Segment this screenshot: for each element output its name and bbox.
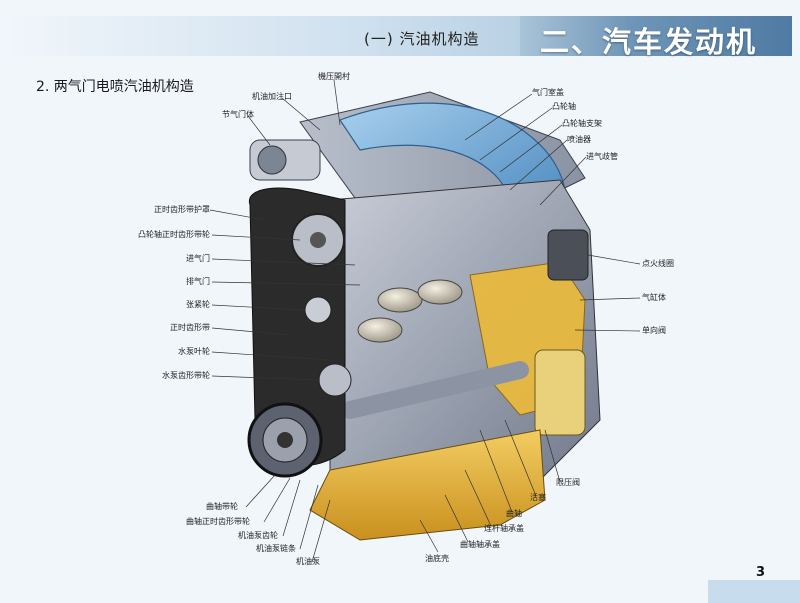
label-conrod-cap: 连杆轴承盖 (484, 524, 524, 533)
label-intake-manifold: 进气歧管 (586, 152, 618, 161)
label-timing-belt-guard: 正时齿形带护罩 (154, 205, 210, 214)
label-crank-pulley: 曲轴带轮 (206, 502, 238, 511)
diagram-subtitle: 2. 两气门电喷汽油机构造 (36, 79, 194, 95)
label-water-pump-pulley: 水泵齿形带轮 (162, 371, 210, 380)
label-oil-pump: 机油泵 (296, 557, 320, 566)
oil-pan-shape (309, 429, 546, 541)
corner-tab (708, 580, 800, 603)
label-oil-pump-chain: 机油泵链条 (256, 544, 296, 553)
tensioner-shape (304, 296, 332, 324)
ignition-coil-shape (547, 229, 589, 281)
label-exhaust-valve: 排气门 (186, 277, 210, 286)
label-relief-valve: 限压阀 (556, 478, 580, 487)
label-crank-journal-cap: 曲轴轴承盖 (460, 540, 500, 549)
label-oil-pan: 油底壳 (425, 554, 449, 563)
piston-2 (417, 279, 463, 305)
label-piston: 活塞 (530, 493, 546, 502)
chapter-banner (520, 16, 792, 56)
label-crankshaft: 曲轴 (506, 509, 522, 518)
piston-1 (377, 287, 423, 313)
label-camshaft: 凸轮轴 (552, 102, 576, 111)
label-crank-timing-pulley: 曲轴正时齿形带轮 (186, 517, 250, 526)
chapter-title: 二、汽车发动机 (540, 25, 758, 59)
section-title: (一) 汽油机构造 (364, 30, 480, 48)
page-number: 3 (756, 565, 766, 580)
label-oil-pump-drive: 机油泵齿轮 (238, 531, 278, 540)
label-water-pump-impeller: 水泵叶轮 (178, 347, 210, 356)
label-camshaft-bracket: 凸轮轴支架 (562, 119, 602, 128)
label-ignition-coil: 点火线圈 (642, 259, 674, 268)
crankshaft-shape (341, 361, 529, 419)
label-tensioner: 张紧轮 (186, 300, 210, 309)
label-throttle-body: 节气门体 (222, 110, 254, 119)
label-valve-cover: 气门室盖 (532, 88, 564, 97)
leader-lines (209, 79, 641, 563)
label-cylinder-block: 气缸体 (642, 293, 666, 302)
oil-filter-shape (534, 349, 586, 436)
label-cam-timing-pulley: 凸轮轴正时齿形带轮 (138, 230, 210, 239)
water-pump-pulley-shape (318, 363, 352, 397)
piston-3 (357, 317, 403, 343)
label-timing-belt: 正时齿形带 (170, 323, 210, 332)
label-injector: 喷油器 (567, 135, 591, 144)
label-intake-valve: 进气门 (186, 254, 210, 263)
throttle-bore (257, 145, 287, 175)
label-oil-pressure-switch: 機压開村 (318, 72, 350, 81)
label-oil-filler: 机油加注口 (252, 92, 292, 101)
label-check-valve: 单向阀 (642, 326, 666, 335)
header-band (0, 16, 800, 56)
